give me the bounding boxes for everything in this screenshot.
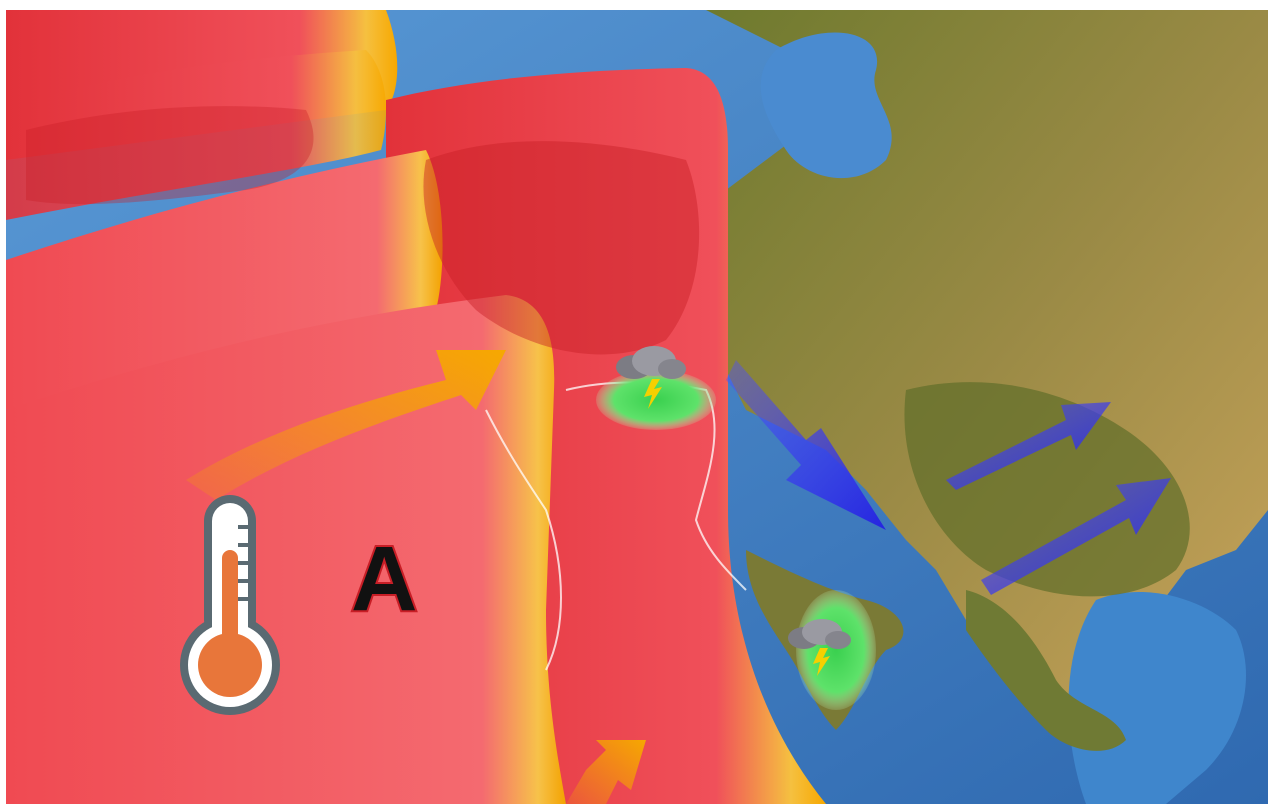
wind-arrow-icon	[946, 402, 1111, 490]
storm-zone-south-italy	[796, 590, 876, 710]
aegean-sea	[1068, 591, 1246, 804]
heat-flow-arrow-icon	[186, 350, 506, 500]
storm-cloud-icon	[788, 619, 851, 676]
storm-cloud-icon	[616, 346, 686, 409]
heat-band-2	[6, 50, 386, 220]
wind-arrow-icon	[726, 360, 886, 530]
storm-zone-north-italy	[596, 370, 716, 430]
baltic-sea	[760, 32, 892, 179]
heat-core-texture-west	[26, 106, 314, 205]
balkans-relief	[904, 382, 1190, 597]
heat-band-front	[6, 295, 566, 804]
heat-flow-arrow-icon	[566, 740, 646, 804]
thermometer-icon	[180, 495, 280, 715]
pressure-label: A	[351, 528, 417, 630]
heat-band-main	[386, 68, 826, 804]
heat-core-texture	[423, 141, 700, 355]
weather-map: A	[6, 10, 1268, 804]
wind-arrow-icon	[981, 478, 1171, 595]
heat-band-3	[6, 150, 443, 410]
greece	[966, 590, 1126, 751]
